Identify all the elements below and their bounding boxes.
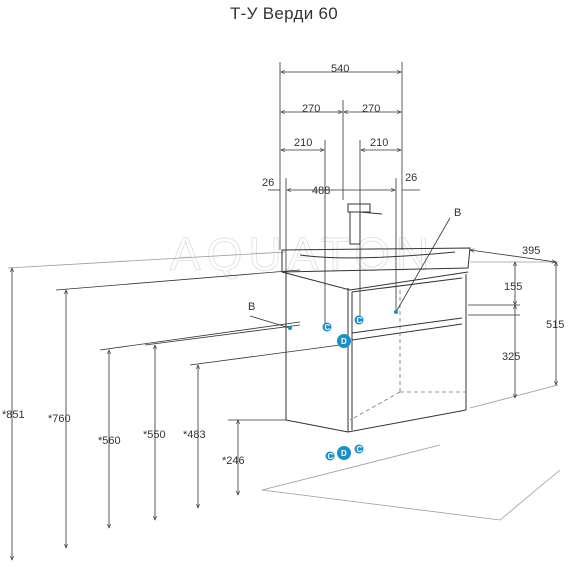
top-dimensions xyxy=(268,62,420,330)
room-perspective xyxy=(7,251,561,521)
dim-488: 488 xyxy=(312,185,330,197)
dim-760: *760 xyxy=(48,413,71,425)
b-top-point xyxy=(394,310,398,314)
dim-540: 540 xyxy=(331,63,349,75)
dim-395: 395 xyxy=(522,245,540,257)
connection-points: C C D C C D xyxy=(288,310,398,461)
c-badge-4 xyxy=(354,444,364,454)
c-badge-2 xyxy=(354,315,364,325)
d-badge-1 xyxy=(337,334,351,348)
d-letter-2: D xyxy=(341,449,347,458)
hidden-lines xyxy=(349,290,466,421)
label-b-top: B xyxy=(454,207,461,219)
dim-851: *851 xyxy=(2,409,25,421)
watermark-text: AQUATON xyxy=(170,228,435,280)
dim-325: 325 xyxy=(502,351,520,363)
d-letter-1: D xyxy=(341,337,347,346)
b-left-point xyxy=(288,326,292,330)
dim-246: *246 xyxy=(222,455,245,467)
c-letter-3: C xyxy=(328,452,334,461)
c-badge-1 xyxy=(322,322,332,332)
c-badge-3 xyxy=(325,451,335,461)
dim-26-left: 26 xyxy=(262,177,274,189)
dim-210-right: 210 xyxy=(370,137,388,149)
dim-550: *550 xyxy=(143,429,166,441)
vanity-unit xyxy=(281,247,471,433)
left-dimensions xyxy=(12,268,341,560)
dimension-labels: 540 270 270 210 210 488 26 26 395 155 32… xyxy=(2,63,564,467)
dim-210-left: 210 xyxy=(294,137,312,149)
dim-155: 155 xyxy=(504,281,522,293)
c-letter-1: C xyxy=(325,323,331,332)
dim-515: 515 xyxy=(546,319,564,331)
faucet xyxy=(347,203,383,245)
d-badge-2 xyxy=(337,446,351,460)
dim-483: *483 xyxy=(183,429,206,441)
label-b-left: B xyxy=(248,301,255,313)
right-dimensions xyxy=(468,250,556,398)
drawing-title: Т-У Верди 60 xyxy=(229,4,339,23)
c-letter-4: C xyxy=(357,445,363,454)
c-letter-2: C xyxy=(357,316,363,325)
b-leaders xyxy=(249,217,451,329)
dim-270-left: 270 xyxy=(302,103,320,115)
dim-560: *560 xyxy=(98,435,121,447)
dim-270-right: 270 xyxy=(362,103,380,115)
dim-26-right: 26 xyxy=(405,172,417,184)
